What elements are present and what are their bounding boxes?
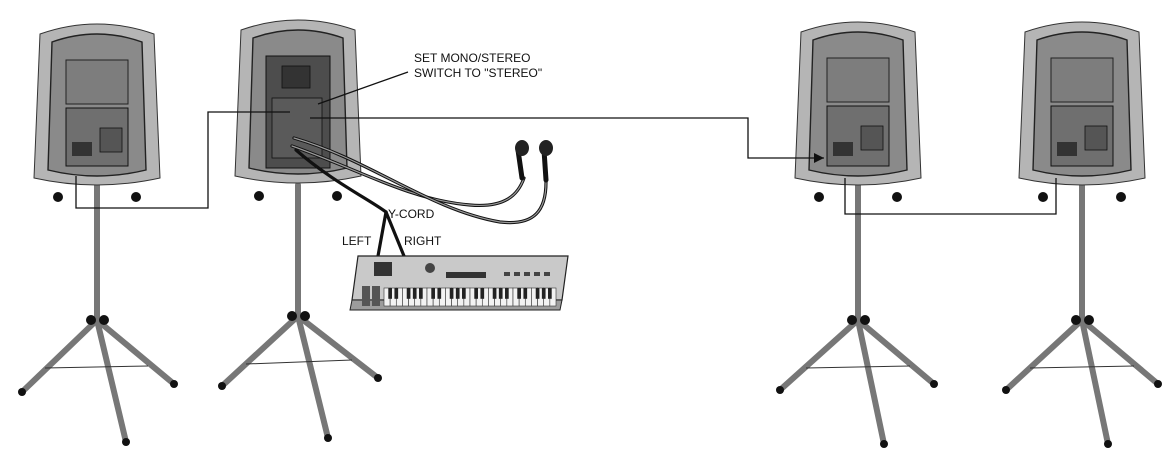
microphone-2 — [539, 140, 553, 183]
black-key — [492, 288, 497, 299]
tripod-stand — [218, 182, 382, 442]
black-key — [406, 288, 411, 299]
speaker-3 — [776, 21, 938, 448]
speaker-1 — [18, 23, 178, 446]
tripod-stand — [1002, 182, 1162, 448]
tripod-stand — [776, 182, 938, 448]
speaker-4 — [1002, 21, 1162, 448]
black-key — [474, 288, 478, 299]
ycord-label: Y-CORD — [388, 207, 435, 221]
speaker-cabinet — [1018, 21, 1146, 202]
black-key — [419, 288, 423, 299]
black-key — [449, 288, 454, 299]
black-key — [437, 288, 442, 299]
switch-callout-line — [317, 71, 409, 105]
link-cable-speaker2-to-speaker3 — [310, 117, 824, 163]
black-key — [394, 288, 399, 299]
black-key — [541, 288, 546, 299]
tripod-stand — [18, 182, 178, 446]
black-key — [498, 288, 503, 299]
y-cord — [294, 148, 406, 258]
switch-label-line2: SWITCH TO "STEREO" — [414, 66, 542, 80]
black-key — [517, 288, 521, 299]
black-key — [480, 288, 485, 299]
black-key — [462, 288, 466, 299]
speaker-cabinet — [234, 19, 362, 201]
speaker-cabinet — [794, 21, 922, 202]
keyboard-instrument — [349, 255, 569, 311]
black-key — [388, 288, 392, 299]
right-label: RIGHT — [404, 234, 442, 248]
black-key — [535, 288, 540, 299]
black-key — [455, 288, 460, 299]
speaker-2 — [218, 19, 382, 442]
link-cable-speaker3-to-speaker4 — [844, 178, 1057, 215]
microphone-cables — [290, 136, 548, 225]
microphone-1 — [515, 140, 529, 181]
black-key — [523, 288, 528, 299]
switch-label-line1: SET MONO/STEREO — [414, 51, 530, 65]
black-key — [431, 288, 435, 299]
speaker-cabinet — [33, 23, 161, 202]
black-key — [505, 288, 509, 299]
black-key — [548, 288, 552, 299]
left-label: LEFT — [342, 234, 372, 248]
black-key — [412, 288, 417, 299]
link-cable-speaker1-to-speaker2 — [75, 111, 290, 209]
